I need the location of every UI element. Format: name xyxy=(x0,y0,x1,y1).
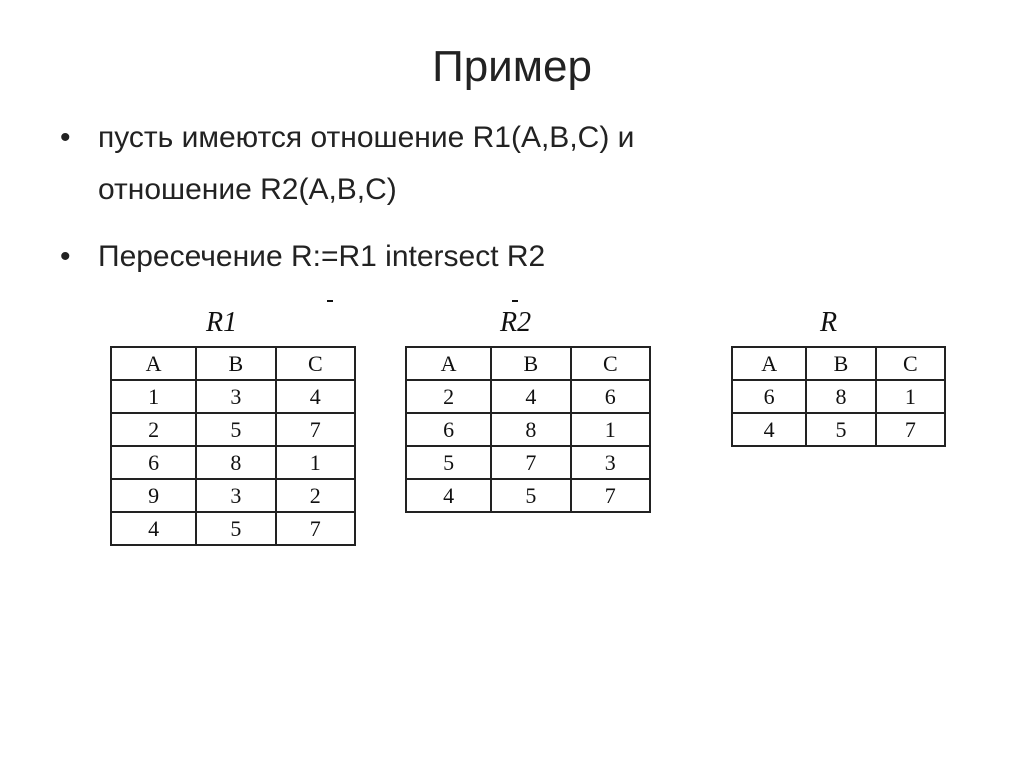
table-cell: 4 xyxy=(490,379,572,414)
table-cell: A xyxy=(109,346,198,381)
table-cell: 1 xyxy=(874,379,947,414)
table-cell: A xyxy=(404,346,493,381)
relation-label-r1: R1 xyxy=(206,307,238,338)
table-cell: 5 xyxy=(490,478,572,513)
table-cell: 1 xyxy=(274,445,357,480)
table-cell: 7 xyxy=(274,511,357,546)
table-cell: 1 xyxy=(109,379,198,414)
bullet-text-cont: отношение R2(A,B,C) xyxy=(98,173,397,206)
relation-label-r: R xyxy=(820,307,838,338)
table-cell: B xyxy=(805,346,877,381)
table-cell: 6 xyxy=(730,379,808,414)
table-cell: 3 xyxy=(195,379,277,414)
table-cell: 6 xyxy=(109,445,198,480)
dash-mark xyxy=(512,300,518,302)
table-cell: 8 xyxy=(805,379,877,414)
bullet-text: пусть имеются отношение R1(A,B,C) и xyxy=(98,121,635,154)
table-cell: 7 xyxy=(874,412,947,447)
table-cell: C xyxy=(874,346,947,381)
table-cell: B xyxy=(490,346,572,381)
table-cell: 7 xyxy=(490,445,572,480)
table-cell: 9 xyxy=(109,478,198,513)
table-cell: A xyxy=(730,346,808,381)
table-cell: 7 xyxy=(569,478,652,513)
table-cell: 8 xyxy=(490,412,572,447)
table-cell: 4 xyxy=(274,379,357,414)
table-cell: 2 xyxy=(274,478,357,513)
table-cell: C xyxy=(274,346,357,381)
table-cell: 3 xyxy=(569,445,652,480)
table-cell: 6 xyxy=(569,379,652,414)
relation-label-r2: R2 xyxy=(500,307,532,338)
table-cell: 5 xyxy=(195,511,277,546)
table-cell: 2 xyxy=(404,379,493,414)
table-cell: 2 xyxy=(109,412,198,447)
table-cell: 4 xyxy=(730,412,808,447)
table-cell: B xyxy=(195,346,277,381)
table-cell: 4 xyxy=(404,478,493,513)
table-cell: 7 xyxy=(274,412,357,447)
table-cell: 5 xyxy=(805,412,877,447)
table-cell: C xyxy=(569,346,652,381)
table-cell: 3 xyxy=(195,478,277,513)
bullet-dot-icon: • xyxy=(60,121,71,154)
table-cell: 1 xyxy=(569,412,652,447)
slide-title: Пример xyxy=(432,42,592,91)
bullet-text: Пересечение R:=R1 intersect R2 xyxy=(98,240,546,273)
bullet-dot-icon: • xyxy=(60,240,71,273)
table-cell: 5 xyxy=(404,445,493,480)
table-cell: 6 xyxy=(404,412,493,447)
table-cell: 8 xyxy=(195,445,277,480)
table-cell: 4 xyxy=(109,511,198,546)
table-cell: 5 xyxy=(195,412,277,447)
dash-mark xyxy=(327,300,333,302)
